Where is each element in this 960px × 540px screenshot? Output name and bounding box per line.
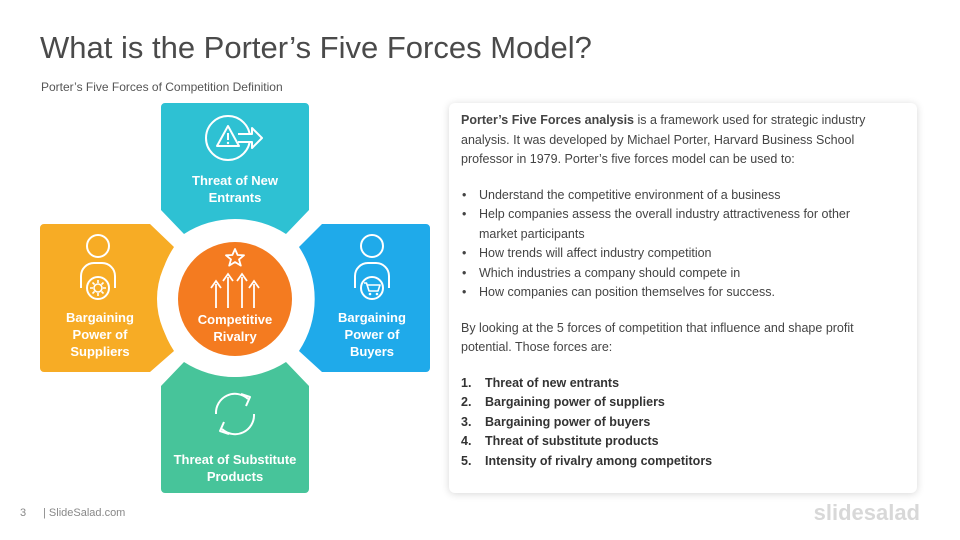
force-number: 3. bbox=[461, 414, 472, 429]
substitute-arrows-icon bbox=[214, 392, 256, 436]
force-item: 4. Threat of substitute products bbox=[461, 432, 891, 452]
force-text: Bargaining power of suppliers bbox=[485, 395, 665, 409]
force-item: 1. Threat of new entrants bbox=[461, 374, 891, 394]
force-item: 5. Intensity of rivalry among competitors bbox=[461, 452, 891, 472]
bullet-item: Which industries a company should compet… bbox=[461, 264, 891, 284]
bullet-list: Understand the competitive environment o… bbox=[461, 186, 891, 303]
intro-bold: Porter’s Five Forces analysis bbox=[461, 113, 635, 127]
five-forces-diagram: Threat of New Entrants Bargaining Power … bbox=[38, 100, 434, 496]
force-text: Intensity of rivalry among competitors bbox=[485, 453, 713, 468]
description-card: Porter’s Five Forces analysis is a frame… bbox=[449, 103, 917, 493]
bottom-force-label: Threat of Substitute Products bbox=[173, 452, 297, 484]
force-number: 1. bbox=[461, 375, 472, 390]
left-force-block bbox=[40, 224, 174, 372]
left-force-label: Bargaining Power of Suppliers bbox=[66, 310, 134, 359]
force-text: Bargaining power of buyers bbox=[485, 414, 651, 429]
top-force-label: Threat of New Entrants bbox=[192, 173, 278, 205]
warning-arrow-icon bbox=[205, 115, 263, 161]
right-force-block bbox=[299, 224, 430, 372]
force-number: 4. bbox=[461, 434, 472, 448]
top-force-block bbox=[161, 103, 309, 234]
page-number: 3 bbox=[20, 507, 27, 519]
intro-rest: is a framework used for strategic indust… bbox=[461, 113, 866, 166]
bullet-item: Help companies assess the overall indust… bbox=[461, 205, 891, 244]
slide-title: What is the Porter’s Five Forces Model? bbox=[40, 30, 592, 65]
bullet-item: How trends will affect industry competit… bbox=[461, 244, 891, 264]
force-number: 2. bbox=[461, 395, 472, 409]
buyer-person-cart-icon bbox=[354, 234, 390, 300]
diagram-shapes bbox=[40, 103, 430, 493]
bullet-item: Understand the competitive environment o… bbox=[461, 186, 891, 206]
supplier-person-gear-icon bbox=[80, 234, 116, 300]
description-text: Porter’s Five Forces analysis is a frame… bbox=[461, 111, 891, 471]
bullet-item: How companies can position themselves fo… bbox=[461, 283, 891, 303]
forces-list: 1. Threat of new entrants 2. Bargaining po… bbox=[461, 374, 891, 472]
footer-site: | SlideSalad.com bbox=[43, 507, 126, 519]
center-force-label: Competitive Rivalry bbox=[197, 312, 273, 344]
force-number: 5. bbox=[461, 453, 472, 468]
force-item: 2. Bargaining power of suppliers bbox=[461, 393, 891, 413]
bottom-force-block bbox=[161, 362, 309, 493]
slide-subtitle: Porter’s Five Forces of Competition Defi… bbox=[41, 80, 283, 94]
force-text: Threat of new entrants bbox=[485, 375, 620, 390]
intro-paragraph: Porter’s Five Forces analysis is a frame… bbox=[461, 111, 891, 170]
force-text: Threat of substitute products bbox=[485, 434, 659, 448]
slidesalad-logo: slidesalad bbox=[813, 500, 920, 525]
rivalry-arrows-star-icon bbox=[210, 248, 260, 308]
outro-paragraph: By looking at the 5 forces of competitio… bbox=[461, 320, 854, 355]
center-circle bbox=[178, 242, 292, 356]
right-force-label: Bargaining Power of Buyers bbox=[338, 310, 406, 359]
force-item: 3. Bargaining power of buyers bbox=[461, 413, 891, 433]
